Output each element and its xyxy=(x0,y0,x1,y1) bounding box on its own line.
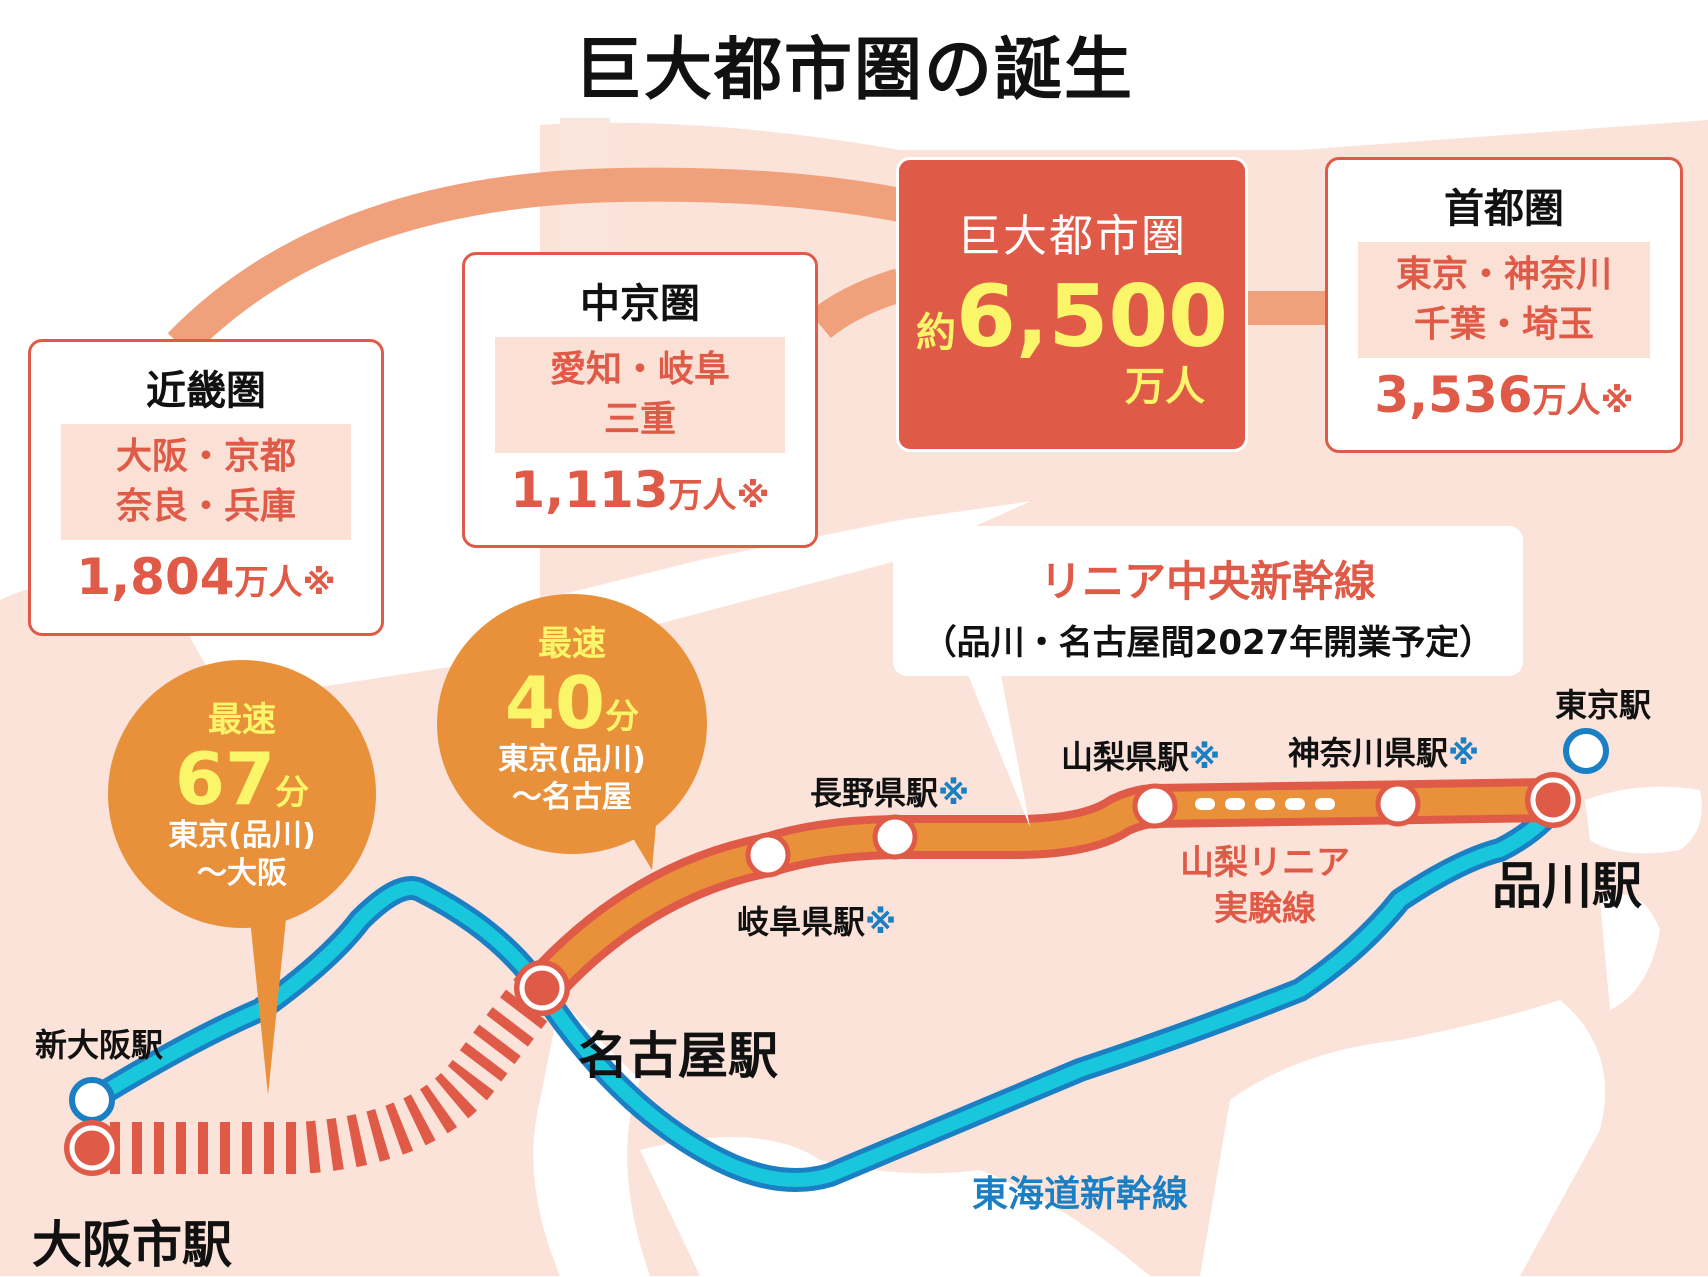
population-number: 3,536 xyxy=(1374,366,1533,424)
major-station-markers xyxy=(64,772,1581,1176)
megaregion-box: 巨大都市圏 約6,500 万人 xyxy=(896,157,1248,452)
bubble-label: 最速 xyxy=(538,624,606,664)
population-unit: 万人※ xyxy=(234,563,336,603)
station-gifu-marker xyxy=(745,832,791,878)
region-box-shutoken: 首都圏 東京・神奈川 千葉・埼玉 3,536万人※ xyxy=(1325,157,1683,453)
population: 1,113万人※ xyxy=(465,461,815,519)
station-label-yamanashi: 山梨県駅※ xyxy=(1061,732,1220,778)
bubble-route: 東京(品川) xyxy=(498,742,646,777)
bubble-time: 40分 xyxy=(437,665,707,741)
page-title: 巨大都市圏の誕生 xyxy=(573,31,1134,110)
region-name: 中京圏 xyxy=(580,281,700,327)
travel-time-bubble-osaka: 最速 67分 東京(品川) ～大阪 xyxy=(108,660,376,928)
station-name: 神奈川県駅 xyxy=(1288,734,1449,772)
station-label-shin-osaka: 新大阪駅 xyxy=(35,1020,163,1066)
station-label-kanagawa: 神奈川県駅※ xyxy=(1288,728,1479,774)
note-mark: ※ xyxy=(1448,734,1480,772)
bubble-minutes-unit: 分 xyxy=(275,773,310,813)
bubble-route: ～名古屋 xyxy=(512,780,632,815)
population-unit: 万人※ xyxy=(1532,381,1634,421)
line-label-text: 東海道新幹線 xyxy=(972,1174,1189,1215)
callout-title: リニア中央新幹線 xyxy=(1039,557,1376,606)
station-kanagawa-marker xyxy=(1375,781,1421,827)
linear-chuo-shinkansen-line xyxy=(520,778,1575,1010)
station-name: 新大阪駅 xyxy=(35,1026,164,1064)
callout-subtitle: （品川・名古屋間2027年開業予定） xyxy=(922,623,1494,663)
bubble-route: ～大阪 xyxy=(197,856,287,891)
bubble-route: 東京(品川) xyxy=(168,818,316,853)
station-name: 長野県駅 xyxy=(810,774,939,812)
prefecture-band: 大阪・京都 奈良・兵庫 xyxy=(61,424,351,540)
station-shin-osaka-marker xyxy=(69,1077,115,1123)
prefecture-line: 愛知・岐阜 xyxy=(549,349,730,390)
station-name: 大阪市駅 xyxy=(32,1216,232,1274)
region-name: 近畿圏 xyxy=(146,368,266,414)
station-name: 品川駅 xyxy=(1492,857,1642,915)
bubble-minutes: 40 xyxy=(504,661,606,745)
prefecture-line: 千葉・埼玉 xyxy=(1413,304,1594,345)
region-box-kinki: 近畿圏 大阪・京都 奈良・兵庫 1,804万人※ xyxy=(28,339,384,636)
station-name: 岐阜県駅 xyxy=(737,903,866,941)
sea-shape xyxy=(533,786,1702,1276)
station-label-tokyo: 東京駅 xyxy=(1555,680,1651,726)
station-name: 山梨県駅 xyxy=(1061,738,1190,776)
prefecture-line: 奈良・兵庫 xyxy=(115,486,296,527)
population-unit: 万人※ xyxy=(668,476,770,516)
note-mark: ※ xyxy=(865,903,897,941)
megaregion-unit: 万人 xyxy=(1125,364,1205,410)
yamanashi-test-line-label: 山梨リニア 実験線 xyxy=(1180,840,1350,932)
callout-tail xyxy=(966,670,1030,827)
station-label-osaka-city: 大阪市駅 xyxy=(32,1205,232,1277)
travel-time-bubble-nagoya: 最速 40分 東京(品川) ～名古屋 xyxy=(437,594,707,854)
prefecture-line: 大阪・京都 xyxy=(115,436,296,477)
line-label-text: 山梨リニア xyxy=(1180,843,1350,883)
yamanashi-test-line-dots xyxy=(1195,798,1335,810)
station-label-nagoya: 名古屋駅 xyxy=(578,1016,778,1088)
tokaido-line-label: 東海道新幹線 xyxy=(972,1165,1188,1217)
station-yamanashi-marker xyxy=(1132,783,1178,829)
station-label-nagano: 長野県駅※ xyxy=(810,768,969,814)
region-box-chukyo: 中京圏 愛知・岐阜 三重 1,113万人※ xyxy=(462,252,818,548)
prefecture-band: 愛知・岐阜 三重 xyxy=(495,337,785,453)
region-name: 首都圏 xyxy=(1444,186,1564,232)
bubble-time: 67分 xyxy=(108,741,376,817)
megaregion-prefix: 約 xyxy=(915,310,956,356)
linear-callout: リニア中央新幹線 （品川・名古屋間2027年開業予定） xyxy=(893,526,1523,676)
prefecture-line: 三重 xyxy=(603,399,676,440)
prefecture-line: 東京・神奈川 xyxy=(1395,254,1612,295)
station-nagano-marker xyxy=(872,814,918,860)
megaregion-name: 巨大都市圏 xyxy=(957,211,1187,262)
population: 1,804万人※ xyxy=(31,548,381,606)
megaregion-population: 約6,500 xyxy=(899,272,1245,362)
bubble-minutes: 67 xyxy=(174,737,276,821)
station-label-shinagawa: 品川駅 xyxy=(1492,846,1642,918)
population-number: 1,804 xyxy=(76,548,235,606)
intermediate-stations xyxy=(745,781,1421,878)
tokaido-shinkansen-line xyxy=(80,788,1572,1192)
prefecture-band: 東京・神奈川 千葉・埼玉 xyxy=(1358,242,1650,358)
station-label-gifu: 岐阜県駅※ xyxy=(737,897,896,943)
megaregion-number: 6,500 xyxy=(955,267,1229,367)
line-label-text: 実験線 xyxy=(1214,889,1316,929)
note-mark: ※ xyxy=(938,774,970,812)
note-mark: ※ xyxy=(1189,738,1221,776)
population: 3,536万人※ xyxy=(1328,366,1680,424)
station-name: 東京駅 xyxy=(1555,686,1652,724)
bubble-label: 最速 xyxy=(208,700,276,740)
bubble-minutes-unit: 分 xyxy=(605,697,640,737)
station-name: 名古屋駅 xyxy=(578,1027,778,1085)
region-connector-arcs xyxy=(167,167,1325,357)
population-number: 1,113 xyxy=(510,461,669,519)
station-tokyo-marker xyxy=(1563,728,1609,774)
linear-planned-osaka-nagoya xyxy=(110,972,561,1174)
